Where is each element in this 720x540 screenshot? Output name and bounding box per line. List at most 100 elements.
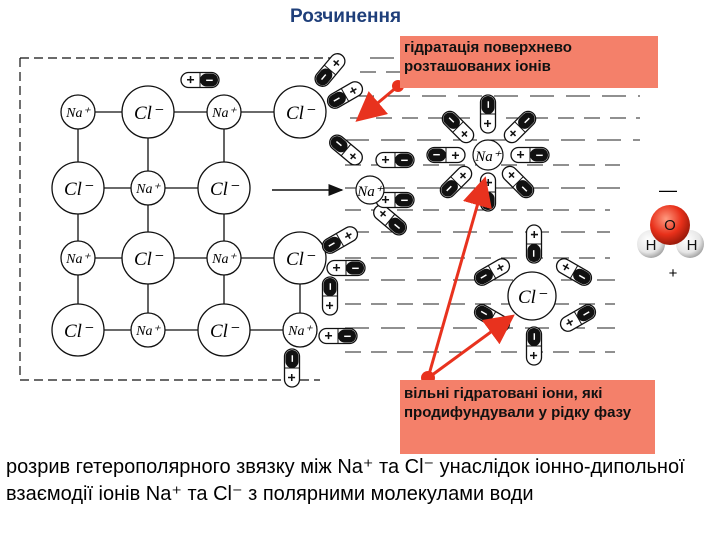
water-plus-sign: + — [669, 265, 678, 282]
water-molecule-model: — O H H + — [637, 180, 704, 282]
svg-text:+: + — [526, 230, 542, 238]
callout-free-ions: вільні гідратовані іони, які продифундув… — [400, 380, 655, 454]
svg-text:−: − — [351, 261, 359, 276]
ion-label: Na⁺ — [211, 106, 237, 121]
svg-text:H: H — [646, 237, 657, 254]
svg-text:−: − — [480, 197, 495, 205]
svg-text:+: + — [322, 301, 338, 309]
water-dipole: −+ — [473, 258, 511, 286]
ion-label: Na⁺ — [211, 252, 237, 267]
ion-label: Cl⁻ — [286, 103, 316, 124]
svg-text:+: + — [324, 328, 332, 344]
svg-text:+: + — [381, 152, 389, 168]
callout-surface-hydration: гідратація поверхнево розташованих іонів — [400, 36, 658, 88]
svg-text:Cl⁻: Cl⁻ — [518, 287, 548, 308]
svg-text:O: O — [664, 217, 676, 234]
water-dipole: −+ — [326, 81, 364, 109]
svg-text:−: − — [481, 101, 496, 109]
page-title: Розчинення — [290, 6, 402, 27]
na-ion: Na⁺ — [282, 312, 318, 348]
ion-label: Cl⁻ — [286, 249, 316, 270]
na-ion: Na⁺ — [206, 240, 242, 276]
ion-label: Na⁺ — [65, 106, 91, 121]
ion-label: Cl⁻ — [134, 103, 164, 124]
water-dipole: −+ — [503, 110, 537, 144]
svg-text:H: H — [687, 237, 698, 254]
oxygen-atom — [650, 205, 690, 245]
cl-ion: Cl⁻ — [197, 303, 251, 357]
cl-ion: Cl⁻ — [121, 231, 175, 285]
svg-text:+: + — [526, 351, 542, 359]
svg-text:−: − — [433, 147, 441, 162]
water-dipole: −+ — [321, 276, 339, 316]
water-dipole: −+ — [441, 110, 475, 144]
hydrated-cl-ion: Cl⁻ — [507, 271, 557, 321]
water-dipole: −+ — [439, 165, 473, 199]
water-dipole: −+ — [375, 191, 415, 209]
ion-label: Na⁺ — [287, 324, 313, 339]
cl-ion: Cl⁻ — [273, 85, 327, 139]
svg-text:+: + — [284, 373, 300, 381]
svg-text:−: − — [285, 355, 300, 363]
cl-ion: Cl⁻ — [273, 231, 327, 285]
svg-text:−: − — [400, 153, 408, 168]
water-dipole: −+ — [555, 258, 593, 286]
svg-text:−: − — [343, 329, 351, 344]
na-ion: Na⁺ — [206, 94, 242, 130]
ion-label: Cl⁻ — [134, 249, 164, 270]
water-dipole: −+ — [329, 134, 363, 166]
water-dipole: −+ — [479, 94, 497, 134]
ion-label: Na⁺ — [65, 252, 91, 267]
ion-lattice: Na⁺ Cl⁻ Na⁺ Cl⁻ Cl⁻ Na⁺ Cl⁻ Na⁺ Cl⁻ Na⁺ Cl⁻ Cl⁻ Na⁺ C… — [51, 85, 327, 357]
water-dipole: −+ — [559, 304, 597, 332]
water-dipole: −+ — [321, 226, 359, 254]
na-ion: Na⁺ — [60, 240, 96, 276]
water-dipole: −+ — [373, 204, 407, 236]
water-dipole: −+ — [283, 348, 301, 388]
ion-label: Cl⁻ — [210, 179, 240, 200]
ion-label: Cl⁻ — [210, 321, 240, 342]
cl-ion: Cl⁻ — [51, 303, 105, 357]
svg-text:+: + — [381, 192, 389, 208]
svg-text:+: + — [332, 260, 340, 276]
svg-text:+: + — [516, 147, 524, 163]
ion-label: Na⁺ — [135, 182, 161, 197]
hydrated-na-ion: Na⁺ — [472, 139, 504, 171]
water-minus-sign: — — [659, 180, 677, 200]
svg-text:Na⁺: Na⁺ — [356, 184, 384, 200]
svg-text:Na⁺: Na⁺ — [474, 149, 502, 165]
water-dipole: −+ — [510, 146, 550, 164]
cl-ion: Cl⁻ — [197, 161, 251, 215]
pointer-top — [355, 84, 399, 122]
cl-ion: Cl⁻ — [121, 85, 175, 139]
water-dipole: −+ — [426, 146, 466, 164]
svg-text:−: − — [400, 193, 408, 208]
water-dipole: −+ — [314, 53, 346, 87]
caption-text: розрив гетерополярного звязку між Na⁺ та… — [6, 456, 685, 505]
svg-text:+: + — [451, 147, 459, 163]
svg-text:−: − — [205, 73, 213, 88]
water-dipole: −+ — [525, 326, 543, 366]
svg-text:−: − — [535, 148, 543, 163]
pointer-bottom-na — [426, 176, 492, 379]
svg-text:+: + — [186, 72, 194, 88]
na-ion: Na⁺ — [130, 312, 166, 348]
svg-text:−: − — [323, 283, 338, 291]
ion-label: Na⁺ — [135, 324, 161, 339]
ion-label: Cl⁻ — [64, 321, 94, 342]
surface-na-ion: Na⁺ — [355, 175, 385, 205]
water-dipole: −+ — [525, 224, 543, 264]
na-ion: Na⁺ — [130, 170, 166, 206]
pointer-bottom-cl — [427, 314, 515, 380]
water-dipole: −+ — [180, 71, 220, 89]
water-dipole: −+ — [326, 259, 366, 277]
cl-ion: Cl⁻ — [51, 161, 105, 215]
svg-text:+: + — [480, 119, 496, 127]
svg-text:−: − — [526, 249, 541, 257]
svg-text:−: − — [527, 333, 542, 341]
lattice-bonds — [77, 111, 301, 331]
water-dipole: −+ — [501, 165, 535, 199]
water-dipole: −+ — [318, 327, 358, 345]
na-ion: Na⁺ — [60, 94, 96, 130]
